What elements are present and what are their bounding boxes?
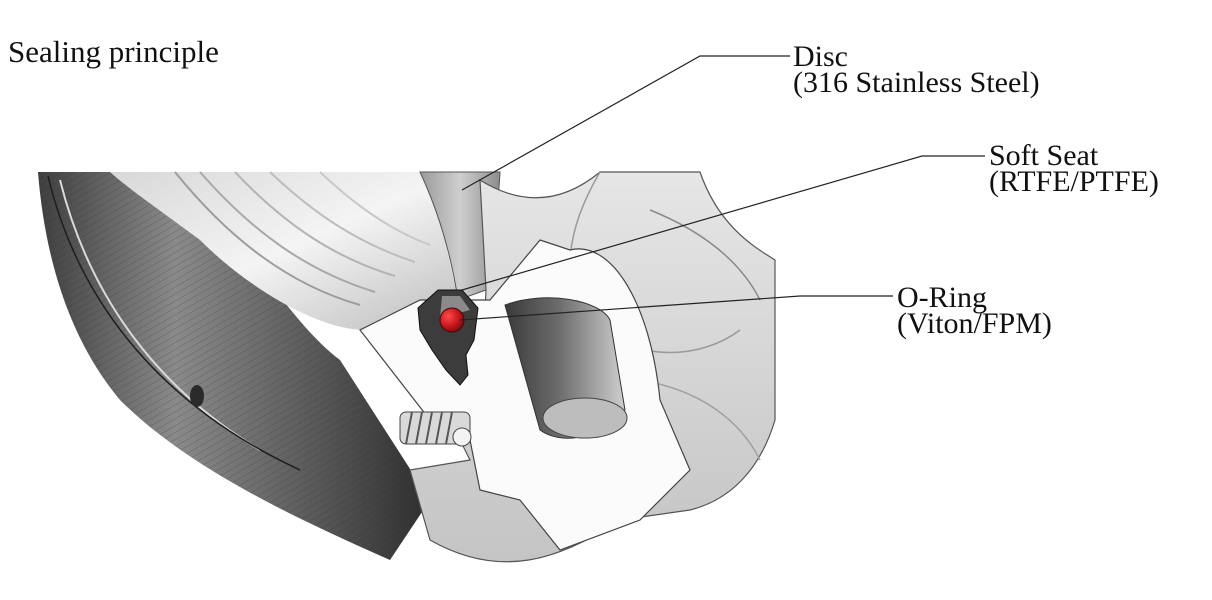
soft-seat-leader-line: [461, 155, 985, 291]
diagram-title: Sealing principle: [8, 34, 219, 69]
threaded-insert: [399, 411, 472, 447]
soft-seat-label: Soft Seat (RTFE/PTFE): [989, 139, 1159, 198]
disc-label-name: Disc: [793, 40, 848, 73]
disc-leader-line: [461, 55, 790, 191]
o-ring-leader-line: [459, 295, 893, 321]
disc-label-material: (316 Stainless Steel): [793, 66, 1040, 99]
o-ring-label-name: O-Ring: [897, 281, 987, 314]
flange-bolt-hole: [190, 385, 204, 407]
soft-seat-label-material: (RTFE/PTFE): [989, 165, 1159, 198]
soft-seat: [417, 289, 479, 386]
o-ring-label-material: (Viton/FPM): [897, 307, 1052, 340]
soft-seat-label-name: Soft Seat: [989, 139, 1099, 172]
disc-label: Disc (316 Stainless Steel): [793, 40, 1040, 99]
o-ring-label: O-Ring (Viton/FPM): [897, 281, 1052, 340]
